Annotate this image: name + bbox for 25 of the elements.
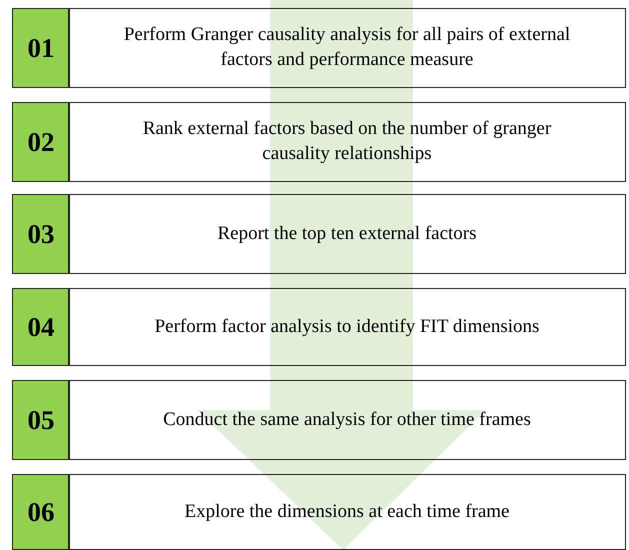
step-number: 03 <box>28 218 54 250</box>
step-text: Rank external factors based on the number of granger causality relationships <box>142 117 552 166</box>
step-box <box>68 102 626 182</box>
step-number-box <box>12 380 70 460</box>
step-text: Perform Granger causality analysis for all pairs of external factors and performance measure <box>122 23 572 72</box>
step-number: 06 <box>28 496 54 528</box>
step-box <box>68 8 626 88</box>
step-number-box <box>12 288 70 366</box>
step-number-box <box>12 102 70 182</box>
step-box <box>68 194 626 274</box>
step-text: Conduct the same analysis for other time frames <box>163 408 531 432</box>
step-number-box <box>12 194 70 274</box>
step-number: 05 <box>28 404 54 436</box>
step-text: Perform factor analysis to identify FIT dimensions <box>154 314 540 339</box>
step-box <box>68 474 626 550</box>
step-number-box <box>12 8 70 88</box>
step-number: 02 <box>28 126 54 158</box>
step-number: 04 <box>28 312 54 342</box>
step-number-box <box>12 474 70 550</box>
step-text: Report the top ten external factors <box>217 222 477 246</box>
step-box <box>68 288 626 366</box>
step-box <box>68 380 626 460</box>
block-arrow <box>197 0 486 550</box>
step-text: Explore the dimensions at each time frame <box>184 500 510 524</box>
step-number: 01 <box>28 32 54 64</box>
